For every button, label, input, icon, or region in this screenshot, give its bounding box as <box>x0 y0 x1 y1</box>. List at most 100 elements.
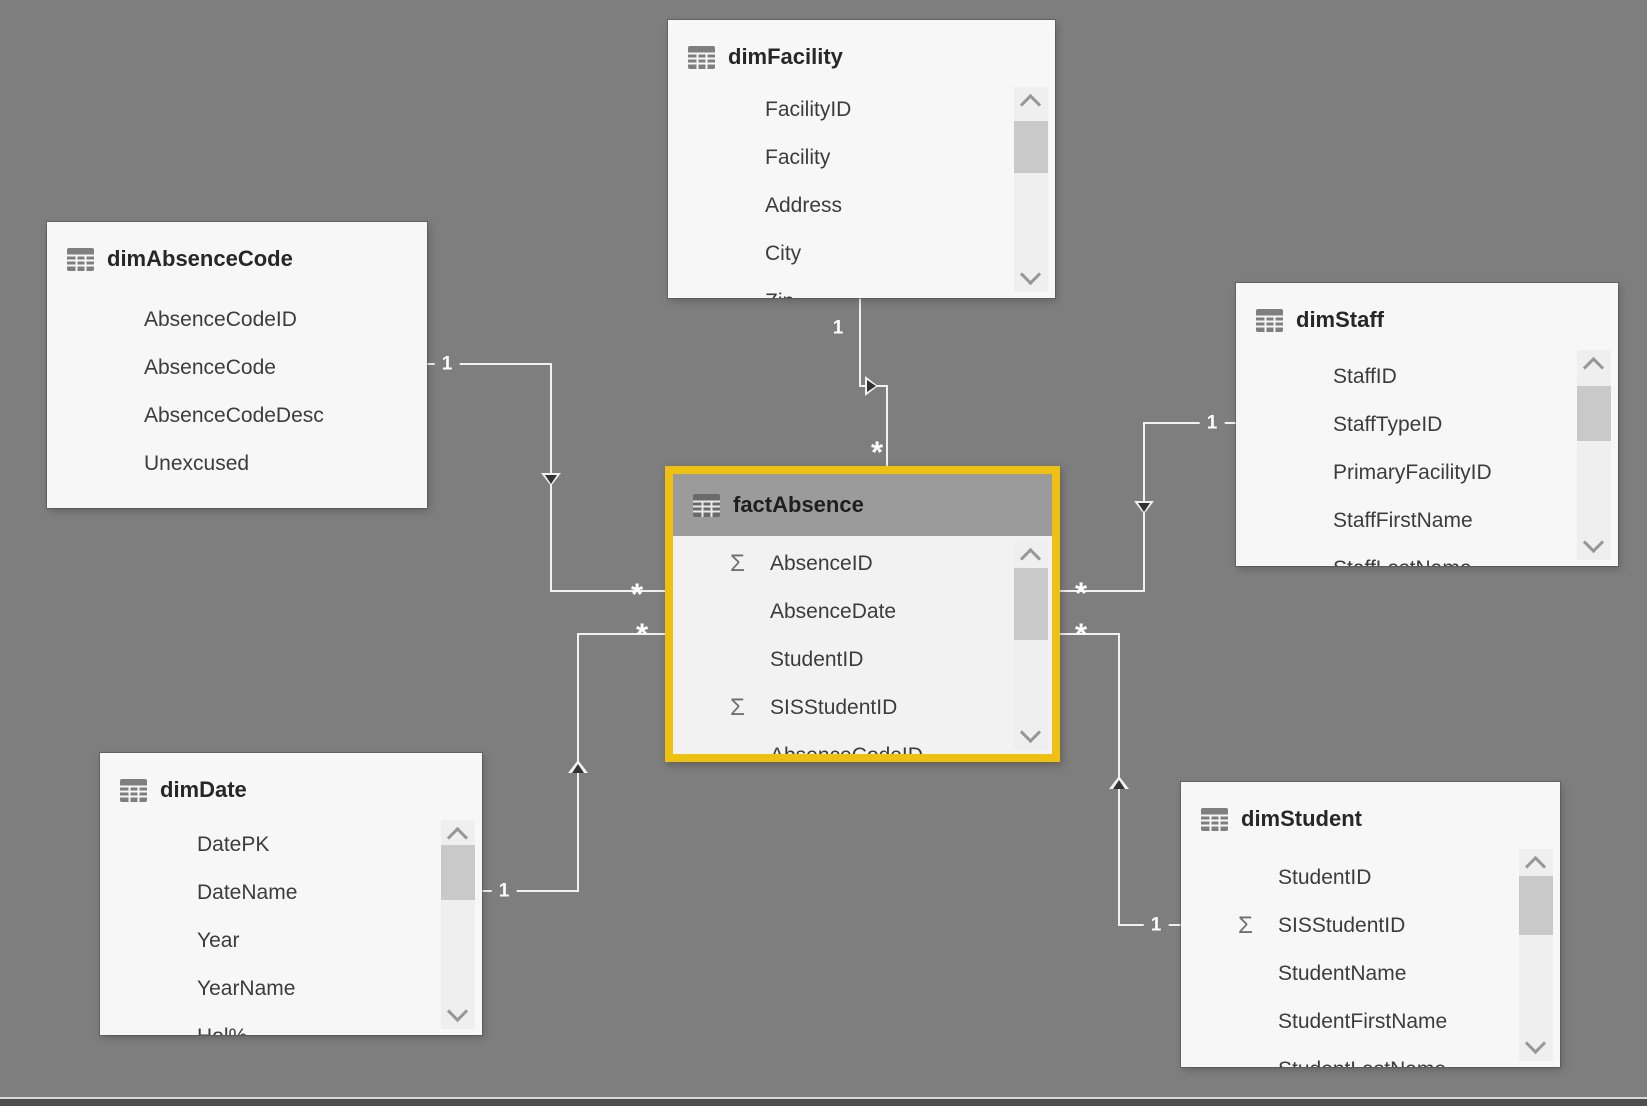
chevron-up-icon[interactable] <box>1019 93 1042 116</box>
chevron-up-icon[interactable] <box>1524 855 1547 878</box>
field-name: StudentLastName <box>1278 1058 1446 1067</box>
field-row[interactable]: Unexcused <box>47 440 427 488</box>
scrollbar-thumb[interactable] <box>441 845 475 900</box>
field-row[interactable]: AbsenceDate <box>673 588 1052 636</box>
table-dimStaff[interactable]: dimStaff StaffID StaffTypeID PrimaryFaci… <box>1236 283 1618 566</box>
relationship-line[interactable] <box>1143 422 1236 424</box>
relationship-line[interactable] <box>577 633 666 635</box>
field-row[interactable]: YearName <box>100 965 482 1013</box>
table-header[interactable]: dimAbsenceCode <box>47 222 427 296</box>
chevron-down-icon[interactable] <box>446 1000 469 1023</box>
field-name: YearName <box>197 977 296 1000</box>
table-header[interactable]: factAbsence <box>673 474 1052 536</box>
field-row[interactable]: DateName <box>100 869 482 917</box>
cardinality-many-label: * <box>870 434 884 470</box>
field-name: StaffLastName <box>1333 557 1472 566</box>
chevron-down-icon[interactable] <box>1019 263 1042 286</box>
field-name: AbsenceCodeDesc <box>144 404 324 427</box>
relationship-line[interactable] <box>886 385 888 466</box>
table-title: dimStudent <box>1241 806 1362 831</box>
sigma-icon: Σ <box>1238 912 1253 939</box>
field-row[interactable]: DatePK <box>100 821 482 869</box>
field-row-clipped[interactable]: StudentLastName <box>1181 1046 1560 1067</box>
table-header[interactable]: dimDate <box>100 753 482 827</box>
table-title: factAbsence <box>733 492 864 517</box>
field-row[interactable]: Address <box>668 182 1055 230</box>
cardinality-many-label: * <box>630 576 644 612</box>
table-dimStudent[interactable]: dimStudent StudentID Σ SISStudentID Stude… <box>1181 782 1560 1067</box>
field-row[interactable]: AbsenceCodeID <box>47 296 427 344</box>
field-row[interactable]: StaffTypeID <box>1236 401 1618 449</box>
chevron-up-icon[interactable] <box>1582 356 1605 379</box>
arrow-up-icon <box>572 764 584 773</box>
field-row[interactable]: AbsenceCode <box>47 344 427 392</box>
table-header[interactable]: dimStudent <box>1181 782 1560 856</box>
field-row-clipped[interactable]: Hol% <box>100 1013 482 1035</box>
relationship-line[interactable] <box>1060 633 1120 635</box>
field-row[interactable]: PrimaryFacilityID <box>1236 449 1618 497</box>
cardinality-one-label: 1 <box>1143 913 1169 937</box>
field-row[interactable]: StudentName <box>1181 950 1560 998</box>
field-row[interactable]: City <box>668 230 1055 278</box>
scrollbar-thumb[interactable] <box>1014 121 1048 173</box>
table-header[interactable]: dimStaff <box>1236 283 1618 357</box>
field-name: Hol% <box>197 1025 247 1035</box>
field-name: StudentName <box>1278 962 1407 985</box>
relationship-line[interactable] <box>859 298 861 387</box>
table-title: dimFacility <box>728 44 843 69</box>
scrollbar[interactable] <box>1014 541 1048 750</box>
scrollbar[interactable] <box>1014 87 1048 292</box>
field-row-clipped[interactable]: AbsenceCodeID <box>673 732 1052 754</box>
table-icon <box>688 45 715 69</box>
relationship-line[interactable] <box>482 890 579 892</box>
table-header[interactable]: dimFacility <box>668 20 1055 94</box>
field-row-clipped[interactable]: Zip <box>668 278 1055 298</box>
chevron-down-icon[interactable] <box>1524 1032 1547 1055</box>
cardinality-one-label: 1 <box>1199 411 1225 435</box>
scrollbar-thumb[interactable] <box>1519 876 1553 935</box>
field-name: Address <box>765 194 843 217</box>
table-dimFacility[interactable]: dimFacility FacilityID Facility Address … <box>668 20 1055 298</box>
scrollbar[interactable] <box>1519 849 1553 1061</box>
arrow-up-icon <box>1113 780 1125 789</box>
scrollbar[interactable] <box>1577 350 1611 560</box>
field-row[interactable]: StaffID <box>1236 353 1618 401</box>
field-row[interactable]: AbsenceCodeDesc <box>47 392 427 440</box>
chevron-down-icon[interactable] <box>1019 721 1042 744</box>
field-name: AbsenceID <box>770 552 873 575</box>
table-icon <box>693 493 720 517</box>
field-name: SISStudentID <box>1278 914 1406 937</box>
table-title: dimDate <box>160 777 247 802</box>
relationship-line[interactable] <box>550 590 666 592</box>
field-row[interactable]: StudentFirstName <box>1181 998 1560 1046</box>
relationship-line[interactable] <box>427 363 551 365</box>
field-row[interactable]: Year <box>100 917 482 965</box>
chevron-up-icon[interactable] <box>1019 547 1042 570</box>
field-row[interactable]: Facility <box>668 134 1055 182</box>
field-row[interactable]: StudentID <box>1181 854 1560 902</box>
scrollbar-thumb[interactable] <box>1014 568 1048 640</box>
arrow-down-icon <box>545 475 557 484</box>
scrollbar-thumb[interactable] <box>1577 386 1611 441</box>
field-name: Year <box>197 929 240 952</box>
arrow-down-icon <box>1138 503 1150 512</box>
field-row[interactable]: FacilityID <box>668 86 1055 134</box>
scrollbar[interactable] <box>441 820 475 1029</box>
table-dimDate[interactable]: dimDate DatePK DateName Year YearName Ho… <box>100 753 482 1035</box>
cardinality-many-label: * <box>1074 616 1088 652</box>
field-name: StudentFirstName <box>1278 1010 1448 1033</box>
relationship-line[interactable] <box>1060 590 1145 592</box>
field-row[interactable]: StaffFirstName <box>1236 497 1618 545</box>
cardinality-many-label: * <box>635 616 649 652</box>
chevron-down-icon[interactable] <box>1582 531 1605 554</box>
cardinality-one-label: 1 <box>491 879 517 903</box>
field-row[interactable]: Σ SISStudentID <box>1181 902 1560 950</box>
field-row[interactable]: StudentID <box>673 636 1052 684</box>
field-name: SISStudentID <box>770 696 898 719</box>
table-dimAbsenceCode[interactable]: dimAbsenceCode AbsenceCodeID AbsenceCode… <box>47 222 427 508</box>
field-row-clipped[interactable]: StaffLastName <box>1236 545 1618 566</box>
